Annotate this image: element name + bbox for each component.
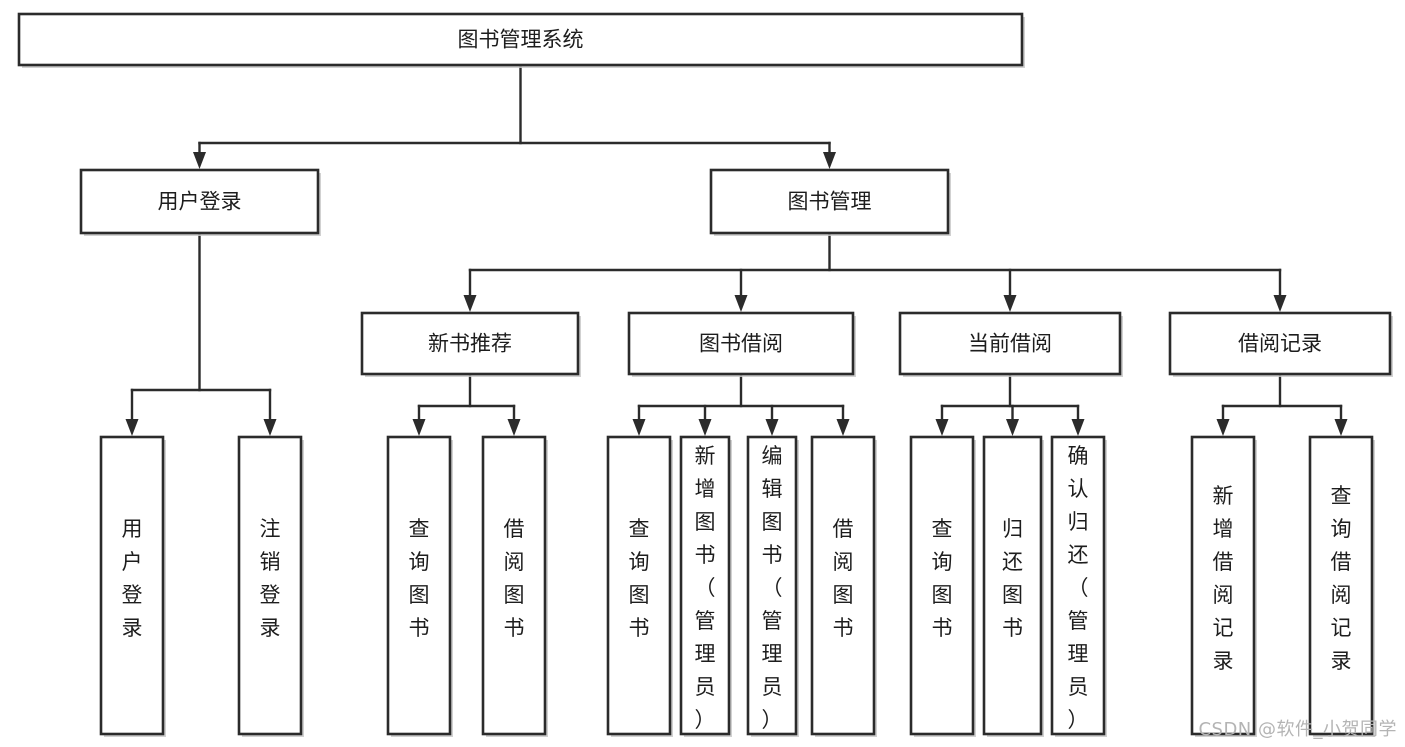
arrow-head-icon [823,152,836,169]
arrow-head-icon [935,419,949,436]
node-leaf-borrow-2[interactable]: 新增图书（管理员） [679,435,732,737]
edge-group-bookmgmt [463,231,1287,312]
arrow-head-icon [1071,419,1085,436]
node-leaf-login-1[interactable]: 用户登录 [99,435,166,737]
arrow-head-icon [836,419,850,436]
node-borrow[interactable]: 图书借阅 [627,311,856,377]
arrow-head-icon [698,419,712,436]
node-label: 查询图书 [932,517,953,640]
node-label: 图书管理系统 [458,28,584,52]
node-leaf-cur-2[interactable]: 归还图书 [982,435,1044,737]
node-label: 图书借阅 [699,332,783,356]
node-label: 新增借阅记录 [1213,484,1234,673]
arrow-head-icon [734,295,748,312]
arrow-head-icon [1273,295,1287,312]
node-leaf-rec-1[interactable]: 新增借阅记录 [1190,435,1257,737]
node-label: 用户登录 [122,517,143,640]
arrow-head-icon [1003,295,1017,312]
edge-group-login [125,231,277,436]
edge-group-newbook [412,372,521,436]
node-label: 当前借阅 [968,332,1052,356]
node-leaf-borrow-1[interactable]: 查询图书 [606,435,673,737]
node-leaf-login-2[interactable]: 注销登录 [237,435,304,737]
arrow-head-icon [1006,419,1019,436]
edge-layer [125,63,1348,436]
node-newbook[interactable]: 新书推荐 [360,311,581,377]
watermark-label: CSDN @软件_小贺同学 [1198,719,1397,740]
node-layer: 图书管理系统用户登录图书管理新书推荐图书借阅当前借阅借阅记录用户登录注销登录查询… [17,12,1393,737]
edge-group-current [935,372,1085,436]
node-leaf-rec-2[interactable]: 查询借阅记录 [1308,435,1375,737]
node-label: 编辑图书（管理员） [762,444,783,732]
node-label: 新增图书（管理员） [695,444,716,732]
node-record[interactable]: 借阅记录 [1168,311,1393,377]
arrow-head-icon [765,419,779,436]
node-root[interactable]: 图书管理系统 [17,12,1025,68]
node-current[interactable]: 当前借阅 [898,311,1123,377]
node-leaf-cur-1[interactable]: 查询图书 [909,435,976,737]
node-leaf-cur-3[interactable]: 确认归还（管理员） [1050,435,1107,737]
arrow-head-icon [1334,419,1348,436]
node-label: 注销登录 [260,517,281,640]
arrow-head-icon [412,419,426,436]
arrow-head-icon [507,419,521,436]
node-leaf-new-2[interactable]: 借阅图书 [481,435,548,737]
edge-group-borrow [632,372,850,436]
edge-group-root [193,63,836,169]
node-label: 查询图书 [409,517,430,640]
node-label: 借阅图书 [504,517,525,640]
node-label: 确认归还（管理员） [1068,444,1089,732]
node-login[interactable]: 用户登录 [79,168,321,236]
node-leaf-borrow-4[interactable]: 借阅图书 [810,435,877,737]
arrow-head-icon [125,419,139,436]
arrow-head-icon [263,419,277,436]
arrow-head-icon [463,295,477,312]
edge-group-record [1216,372,1348,436]
node-label: 借阅图书 [833,517,854,640]
arrow-head-icon [1216,419,1230,436]
node-label: 新书推荐 [428,332,512,356]
node-label: 图书管理 [788,190,872,214]
node-label: 查询图书 [629,517,650,640]
arrow-head-icon [193,152,206,169]
node-leaf-new-1[interactable]: 查询图书 [386,435,453,737]
node-leaf-borrow-3[interactable]: 编辑图书（管理员） [746,435,799,737]
node-label: 查询借阅记录 [1331,484,1352,673]
node-bookmgmt[interactable]: 图书管理 [709,168,951,236]
node-label: 归还图书 [1002,517,1023,640]
node-label: 借阅记录 [1238,332,1322,356]
node-label: 用户登录 [158,190,242,214]
arrow-head-icon [632,419,646,436]
